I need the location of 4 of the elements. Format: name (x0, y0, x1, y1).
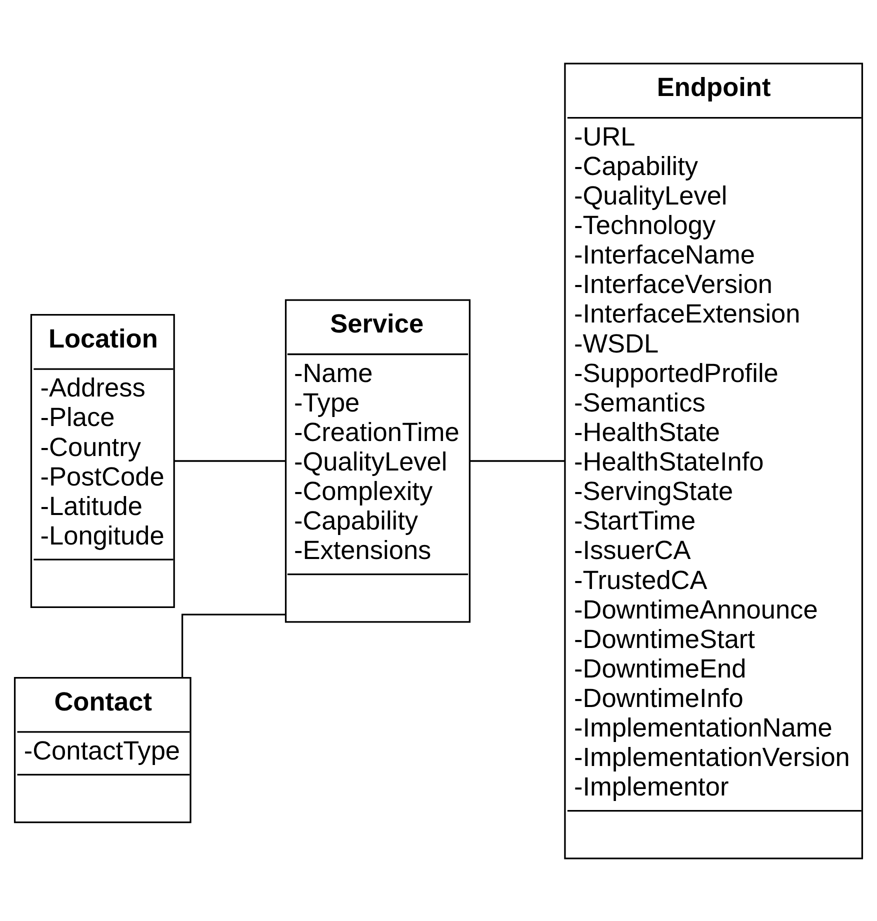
node-box: Service -Name -Type -CreationTime -QualityLevel -Complexity -Capability -Extensions (284, 298, 471, 622)
connector (181, 613, 286, 678)
connector (470, 460, 565, 462)
connector (174, 460, 286, 462)
